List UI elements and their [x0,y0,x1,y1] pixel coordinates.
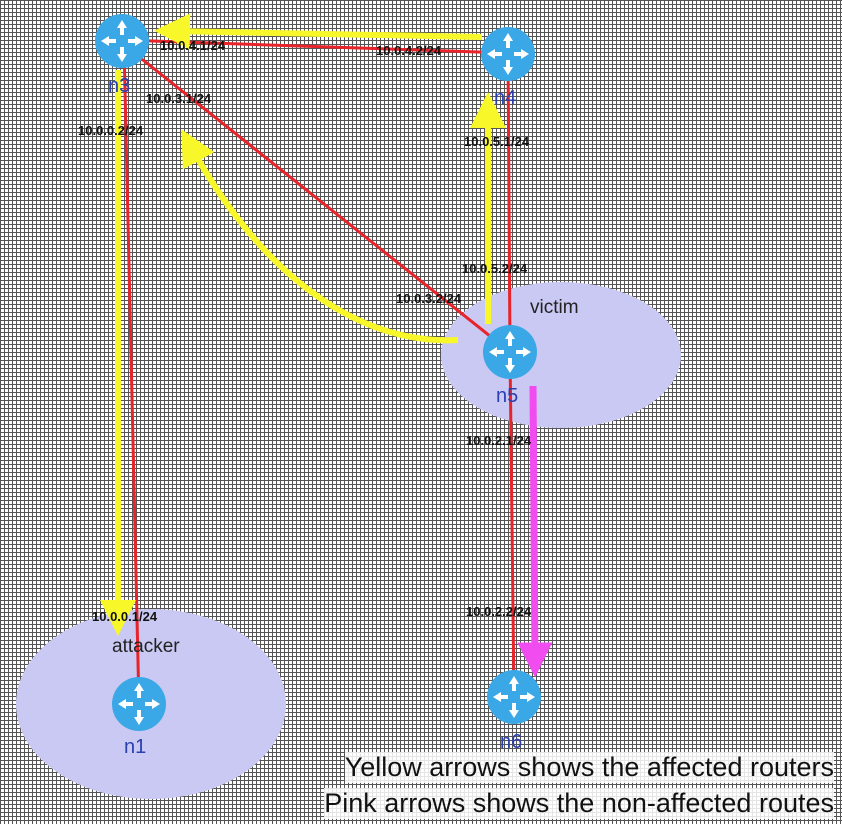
zone-label-attacker: attacker [112,636,180,657]
iface-label-n5-n6: 10.0.2.1/24 [466,433,532,448]
router-n5-icon[interactable] [483,325,537,379]
iface-label-n1-n3: 10.0.0.1/24 [92,609,158,624]
iface-label-n5-n4: 10.0.5.2/24 [462,261,528,276]
iface-label-n3-n4: 10.0.4.1/24 [160,38,226,53]
affected-arrow-n5-to-n3 [181,129,459,344]
router-n3-icon[interactable] [95,14,149,68]
iface-label-n3-n1: 10.0.0.2/24 [78,123,144,138]
node-label-n5: n5 [496,385,518,407]
zone-label-victim: victim [530,297,579,318]
nonaffected-arrow-n5-to-n6 [517,385,553,678]
link-n5-n6 [508,351,516,697]
link-n3-n1 [122,44,141,707]
iface-label-n5-n3: 10.0.3.2/24 [396,291,462,306]
affected-arrow-n4-to-n3 [154,13,483,50]
node-label-n3: n3 [108,75,130,97]
node-label-n6: n6 [500,731,522,753]
router-n6-icon[interactable] [487,670,541,724]
link-n3-n5 [127,46,511,354]
victim-zone [441,282,681,428]
node-label-n4: n4 [494,87,516,109]
iface-label-n6-n5: 10.0.2.2/24 [466,604,532,619]
router-n4-icon[interactable] [481,27,535,81]
router-n1-icon[interactable] [112,677,166,731]
caption-affected: Yellow arrows shows the affected routers [344,752,834,783]
caption-nonaffected: Pink arrows shows the non-affected route… [324,788,834,819]
iface-label-n4-n3: 10.0.4.2/24 [376,43,442,58]
iface-label-n4-n5: 10.0.5.1/24 [464,134,530,149]
iface-label-n3-n5: 10.0.3.1/24 [146,91,212,106]
node-label-n1: n1 [124,736,146,758]
link-n4-n5 [506,52,512,353]
